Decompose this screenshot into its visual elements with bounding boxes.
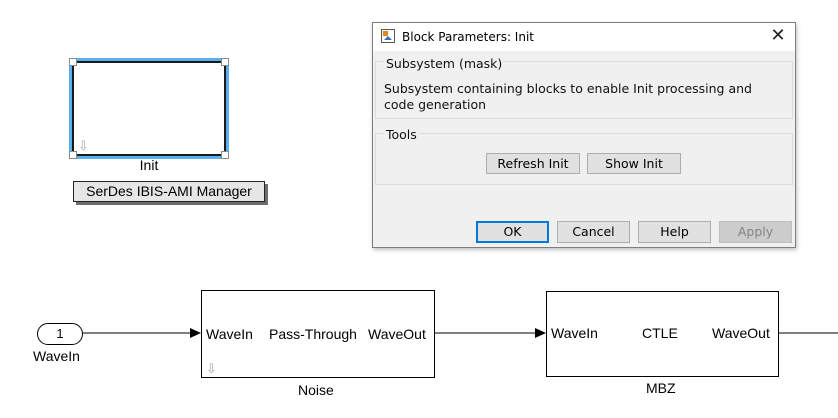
arrowhead-ctle-in (535, 328, 546, 338)
tools-group (375, 133, 793, 185)
noise-in-port-label: WaveIn (206, 326, 253, 342)
noise-block[interactable]: WaveIn Pass-Through WaveOut ⇩ (201, 290, 435, 378)
resize-handle-bottom-right[interactable] (221, 151, 229, 159)
inport-block[interactable]: 1 (37, 323, 83, 345)
tools-section-title: Tools (384, 127, 419, 142)
subsystem-description: Subsystem containing blocks to enable In… (384, 81, 752, 112)
subsystem-arrow-icon: ⇩ (206, 361, 217, 376)
resize-handle-top-right[interactable] (221, 58, 229, 66)
cancel-button[interactable]: Cancel (557, 221, 630, 243)
noise-out-port-label: WaveOut (368, 326, 426, 342)
show-init-button[interactable]: Show Init (587, 153, 681, 174)
arrowhead-noise-in (190, 328, 201, 338)
ctle-block-label: MBZ (646, 380, 676, 396)
resize-handle-bottom-left[interactable] (69, 151, 77, 159)
init-block-label: Init (139, 157, 159, 173)
ctle-in-port-label: WaveIn (551, 325, 598, 341)
block-parameters-dialog: Block Parameters: Init ✕ Subsystem (mask… (372, 22, 796, 248)
apply-button: Apply (719, 221, 792, 243)
ctle-block[interactable]: WaveIn CTLE WaveOut (546, 291, 779, 377)
simulink-block-icon (381, 29, 395, 43)
ok-button[interactable]: OK (476, 221, 549, 243)
dialog-title: Block Parameters: Init (402, 30, 534, 44)
subsystem-section-title: Subsystem (mask) (384, 56, 505, 71)
noise-block-title: Pass-Through (269, 326, 357, 342)
resize-handle-top-left[interactable] (69, 58, 77, 66)
refresh-init-button[interactable]: Refresh Init (486, 153, 580, 174)
ctle-out-port-label: WaveOut (712, 325, 770, 341)
noise-block-label: Noise (298, 382, 334, 398)
serdes-manager-block[interactable]: SerDes IBIS-AMI Manager (73, 181, 265, 202)
inport-label: WaveIn (33, 348, 80, 364)
ctle-block-title: CTLE (642, 325, 678, 341)
help-button[interactable]: Help (638, 221, 711, 243)
init-block[interactable]: ⇩ (69, 58, 229, 159)
close-icon[interactable]: ✕ (770, 25, 786, 46)
subsystem-group (375, 61, 793, 119)
subsystem-arrow-icon: ⇩ (78, 138, 89, 153)
dialog-titlebar[interactable]: Block Parameters: Init ✕ (373, 23, 795, 51)
